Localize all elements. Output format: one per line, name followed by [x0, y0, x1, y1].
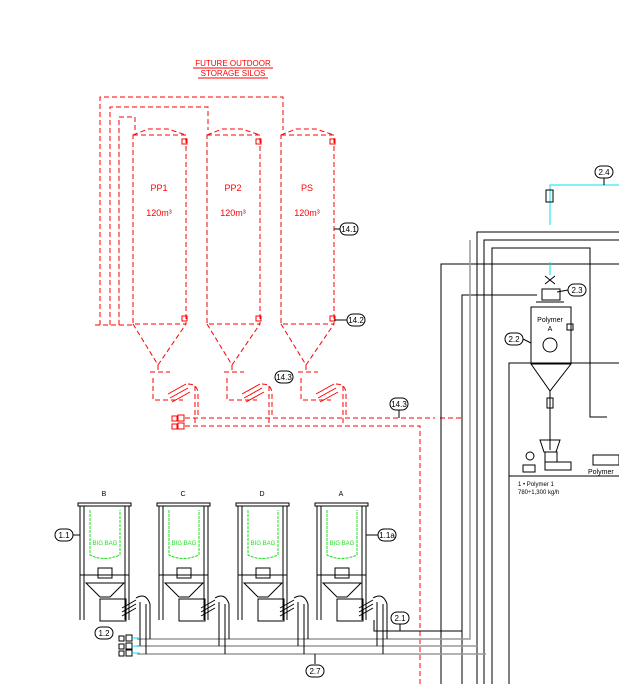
vessel-name: Polymer — [537, 317, 563, 324]
bottom-pipes — [137, 240, 486, 664]
vessel-sub: A — [548, 326, 553, 333]
bag-label: BIG BAG — [93, 541, 118, 547]
tag-label: 14.3 — [391, 400, 407, 409]
red-pulse-valves — [171, 414, 185, 430]
silo-pp1: PP1 120m³ — [132, 128, 199, 426]
feeder-side-label: Polymer — [588, 469, 614, 476]
tag-2-1: 2.1 — [390, 611, 410, 625]
tag-14-2: 14.2 — [346, 313, 366, 327]
tag-14-1: 14.1 — [339, 222, 359, 236]
tag-label: 1.2 — [98, 629, 110, 638]
tag-label: 2.3 — [571, 286, 583, 295]
tag-2-3: 2.3 — [567, 283, 587, 297]
tag-14-3: 14.3 — [274, 370, 294, 384]
tag-label: 2.7 — [309, 667, 321, 676]
tag-2-2: 2.2 — [504, 332, 524, 346]
silo-pp2: PP2 120m³ — [206, 128, 273, 426]
feeder-line1: 1 • Polymer 1 — [518, 482, 554, 488]
tag-1-2: 1.2 — [94, 626, 114, 640]
bigbag-station-b: B BIG BAG — [77, 491, 151, 654]
future-conveying-lines — [185, 417, 462, 684]
silo-volume: 120m³ — [294, 208, 320, 218]
bigbag-station-c: C BIG BAG — [156, 491, 230, 654]
polymer-vessel: Polymer A Polymer 1 • Polymer 1 780÷1,30… — [518, 275, 619, 496]
air-valve-icon — [545, 189, 554, 203]
tag-label: 2.4 — [598, 168, 610, 177]
silo-name: PP2 — [224, 183, 241, 193]
bigbag-station-a: A BIG BAG — [314, 491, 388, 654]
tag-label: 2.1 — [394, 614, 406, 623]
tag-label: 1.1a — [379, 531, 395, 540]
tag-1-1: 1.1 — [54, 528, 74, 542]
title-line1: FUTURE OUTDOOR — [195, 59, 271, 68]
bag-label: BIG BAG — [330, 541, 355, 547]
tag-label: 2.2 — [508, 335, 520, 344]
silo-ps: PS 120m³ — [280, 128, 347, 426]
silo-feed-lines — [95, 96, 284, 326]
silo-volume: 120m³ — [146, 208, 172, 218]
title-line2: STORAGE SILOS — [201, 69, 266, 78]
silo-volume: 120m³ — [220, 208, 246, 218]
tag-label: 1.1 — [58, 531, 70, 540]
tag-1-1a: 1.1a — [377, 528, 397, 542]
station-letter: B — [102, 491, 107, 498]
tag-2-7: 2.7 — [305, 664, 325, 678]
tag-14-3-header: 14.3 — [389, 397, 409, 411]
air-line — [549, 184, 619, 225]
station-letter: D — [259, 491, 264, 498]
tag-label: 14.2 — [348, 316, 364, 325]
silo-name: PS — [301, 183, 313, 193]
tag-label: 14.1 — [341, 225, 357, 234]
bag-label: BIG BAG — [251, 541, 276, 547]
bigbag-station-d: D BIG BAG — [235, 491, 309, 654]
conveying-pipes — [440, 231, 619, 684]
tag-label: 14.3 — [276, 373, 292, 382]
silo-name: PP1 — [150, 183, 167, 193]
bag-label: BIG BAG — [172, 541, 197, 547]
pulse-valves — [118, 634, 140, 657]
station-letter: A — [339, 491, 344, 498]
feeder-line2: 780÷1,300 kg/h — [518, 490, 559, 496]
station-letter: C — [180, 491, 185, 498]
tag-2-4: 2.4 — [594, 165, 614, 179]
